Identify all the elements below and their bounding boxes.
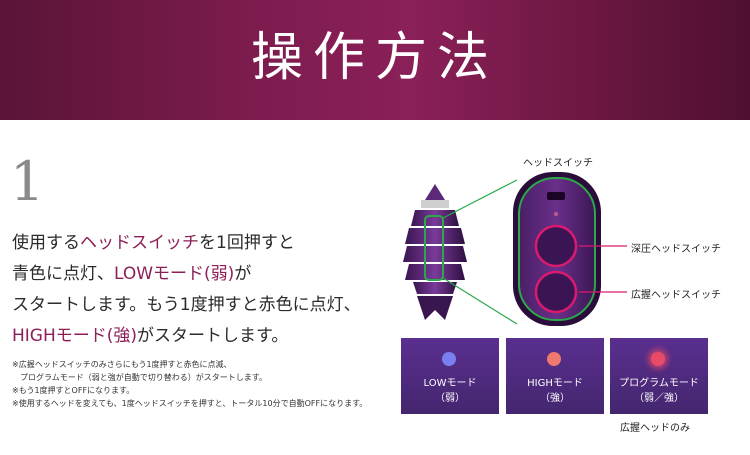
note-line: ※使用するヘッドを変えても、1度ヘッドスイッチを押すと、トータル10分で自動OF… bbox=[12, 399, 368, 408]
desc-line-3: スタートします。もう1度押すと赤色に点灯、 bbox=[12, 290, 392, 321]
desc-text: スタートします。もう1度押すと赤色に点灯、 bbox=[12, 295, 361, 315]
deep-switch-button[interactable] bbox=[534, 224, 578, 268]
note-line: ※広握ヘッドスイッチのみさらにもう1度押すと赤色に点滅、 bbox=[12, 360, 232, 369]
mode-label: HIGHモード （強） bbox=[506, 376, 604, 406]
device-illustration bbox=[403, 172, 627, 326]
desc-accent: HIGHモード(強) bbox=[12, 326, 138, 346]
desc-text: がスタートします。 bbox=[137, 326, 289, 346]
connector-line bbox=[442, 179, 518, 219]
head-switch-label: ヘッドスイッチ bbox=[523, 158, 593, 169]
switch-panel bbox=[513, 172, 601, 326]
step-description: 使用するヘッドスイッチを1回押すと 青色に点灯、LOWモード(弱)が スタートし… bbox=[12, 228, 392, 352]
desc-line-2: 青色に点灯、LOWモード(弱)が bbox=[12, 259, 392, 290]
blinking-red-indicator-icon bbox=[651, 352, 665, 366]
mode-sub: （弱／強） bbox=[634, 393, 684, 404]
mode-title: プログラムモード bbox=[619, 378, 699, 389]
connector-line bbox=[442, 277, 518, 325]
step-number: 1 bbox=[10, 150, 45, 213]
note-line: ※もう1度押すとOFFになります。 bbox=[12, 386, 135, 395]
desc-text: 青色に点灯、 bbox=[12, 264, 114, 284]
desc-accent: ヘッドスイッチ bbox=[80, 233, 199, 253]
red-indicator-icon bbox=[547, 352, 561, 366]
desc-text: 使用する bbox=[12, 233, 80, 253]
deep-switch-label: 深圧ヘッドスイッチ bbox=[631, 244, 721, 255]
mode-panel-program: プログラムモード （弱／強） bbox=[610, 338, 708, 414]
mode-label: プログラムモード （弱／強） bbox=[610, 376, 708, 406]
page-title: 操作方法 bbox=[250, 28, 499, 88]
mode-sub: （強） bbox=[540, 393, 570, 404]
device-diagram: ヘッドスイッチ 深圧ヘッドスイッチ 広握ヘッドスイッチ bbox=[395, 148, 750, 328]
mode-title: LOWモード bbox=[423, 378, 477, 389]
blue-indicator-icon bbox=[442, 352, 456, 366]
note-line: プログラムモード（弱と強が自動で切り替わる）がスタートします。 bbox=[12, 373, 267, 382]
header-banner: 操作方法 bbox=[0, 0, 750, 120]
wide-switch-label: 広握ヘッドスイッチ bbox=[631, 290, 721, 301]
desc-line-1: 使用するヘッドスイッチを1回押すと bbox=[12, 228, 392, 259]
wide-switch-button[interactable] bbox=[534, 270, 578, 314]
desc-text: が bbox=[234, 264, 252, 284]
mode-panel-high: HIGHモード （強） bbox=[506, 338, 604, 414]
mode-panel-low: LOWモード （弱） bbox=[401, 338, 499, 414]
footer-note: 広握ヘッドのみ bbox=[620, 423, 690, 434]
notes: ※広握ヘッドスイッチのみさらにもう1度押すと赤色に点滅、 プログラムモード（弱と… bbox=[12, 358, 392, 410]
desc-line-4: HIGHモード(強)がスタートします。 bbox=[12, 321, 392, 352]
mode-label: LOWモード （弱） bbox=[401, 376, 499, 406]
mode-sub: （弱） bbox=[435, 393, 465, 404]
desc-text: を1回押すと bbox=[199, 233, 295, 253]
mode-title: HIGHモード bbox=[527, 378, 583, 389]
massager-head bbox=[403, 184, 467, 320]
desc-accent: LOWモード(弱) bbox=[114, 264, 235, 284]
